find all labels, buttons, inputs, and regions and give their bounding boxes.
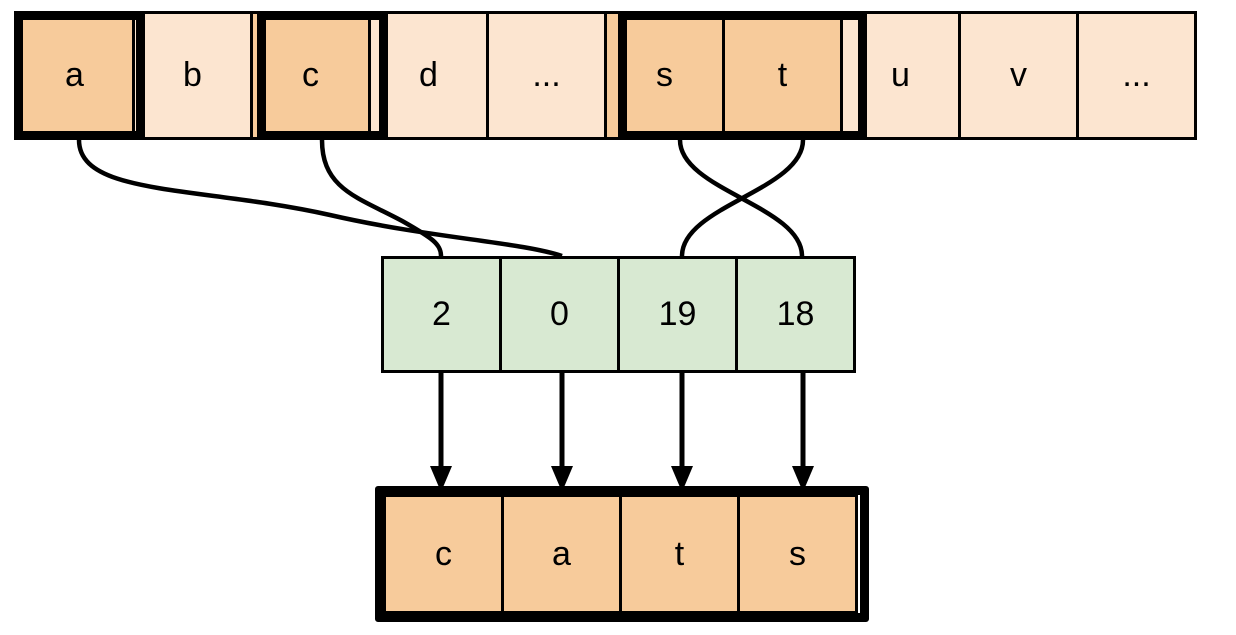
index-cell-value: 0	[550, 295, 569, 333]
vocab-cell-d[interactable]: d	[368, 11, 489, 140]
curve-a-to-index-0	[76, 139, 563, 259]
curve-c-to-index-2	[319, 139, 444, 257]
token-cell-label: c	[435, 534, 452, 573]
vocab-cell-label: ...	[1122, 56, 1151, 94]
vocab-cell-ellipsis-1[interactable]: ...	[486, 11, 607, 140]
vocab-cell-a[interactable]: a	[14, 11, 135, 140]
vocab-cell-t[interactable]: t	[722, 11, 843, 140]
index-row: 2 0 19 18	[381, 256, 862, 373]
vocab-cell-label: d	[419, 56, 438, 94]
vocabulary-row: a b c d ... s t u v ...	[14, 11, 1224, 140]
arrow-index-0-to-token-0	[430, 373, 452, 492]
vocab-cell-v[interactable]: v	[958, 11, 1079, 140]
vocab-cell-label: c	[302, 56, 319, 94]
vocab-cell-ellipsis-2[interactable]: ...	[1076, 11, 1197, 140]
token-cell-label: s	[789, 534, 806, 573]
token-row: c a t s	[383, 494, 861, 614]
token-cell-0[interactable]: c	[383, 494, 504, 614]
arrow-index-2-to-token-2	[671, 373, 693, 492]
index-cell-2[interactable]: 19	[617, 256, 738, 373]
vocab-cell-label: s	[656, 56, 673, 94]
token-cell-1[interactable]: a	[501, 494, 622, 614]
curve-s-to-index-18	[677, 139, 805, 257]
vocab-cell-label: a	[65, 56, 84, 94]
index-cell-value: 18	[776, 295, 815, 333]
vocab-cell-label: v	[1010, 56, 1027, 94]
index-cell-value: 2	[432, 295, 451, 333]
vocab-cell-b[interactable]: b	[132, 11, 253, 140]
token-cell-label: a	[552, 534, 571, 573]
index-cell-3[interactable]: 18	[735, 256, 856, 373]
vocab-cell-c[interactable]: c	[250, 11, 371, 140]
index-cell-0[interactable]: 2	[381, 256, 502, 373]
vocab-cell-s[interactable]: s	[604, 11, 725, 140]
vocab-cell-label: u	[891, 56, 910, 94]
arrow-index-1-to-token-1	[551, 373, 573, 492]
vocab-cell-u[interactable]: u	[840, 11, 961, 140]
token-cell-3[interactable]: s	[737, 494, 858, 614]
token-cell-2[interactable]: t	[619, 494, 740, 614]
vocab-cell-label: t	[777, 56, 788, 94]
index-cell-1[interactable]: 0	[499, 256, 620, 373]
vocab-cell-label: ...	[532, 56, 561, 94]
curve-t-to-index-19	[679, 139, 806, 257]
arrow-index-3-to-token-3	[792, 373, 814, 492]
vocab-cell-label: b	[183, 56, 202, 94]
index-cell-value: 19	[658, 295, 697, 333]
token-cell-label: t	[674, 534, 685, 573]
